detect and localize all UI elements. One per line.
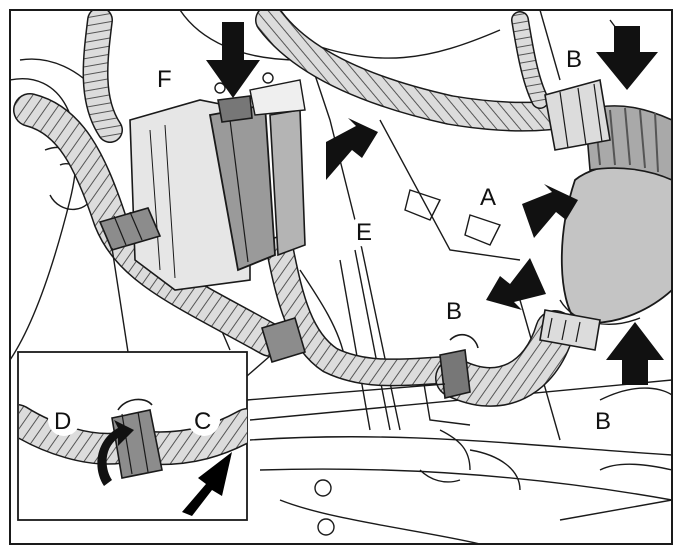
arrow-d-rotate-icon: [97, 420, 134, 486]
label-b-middle: B: [446, 298, 462, 325]
arrow-f-down-icon: [206, 22, 260, 98]
label-e: E: [356, 219, 372, 246]
arrows: [206, 22, 664, 385]
arrow-b-middle-icon: [486, 258, 546, 310]
label-d: D: [54, 408, 71, 435]
label-b-bottom: B: [595, 408, 611, 435]
arrow-e-icon: [326, 118, 378, 180]
inset-detail: D C: [17, 351, 248, 521]
clamp-top-right: [544, 78, 611, 151]
inset-callout-lines: [111, 247, 446, 401]
label-b-top: B: [566, 46, 582, 73]
left-hose-clamp: [98, 207, 162, 251]
arrow-c-icon: [182, 452, 232, 516]
lower-hose-clamp: [261, 317, 306, 363]
label-a: A: [480, 184, 496, 211]
arrow-b-bottom-icon: [606, 322, 664, 385]
arrow-a-icon: [522, 184, 578, 238]
relay-box: [129, 72, 306, 291]
engine-scene: F E A B B B: [10, 10, 672, 544]
figure-frame: [9, 9, 673, 545]
arrow-b-top-icon: [596, 26, 658, 90]
label-f: F: [157, 66, 172, 93]
label-c: C: [194, 408, 211, 435]
clamp-bottom-right: [539, 309, 601, 351]
resonator: [560, 163, 672, 324]
